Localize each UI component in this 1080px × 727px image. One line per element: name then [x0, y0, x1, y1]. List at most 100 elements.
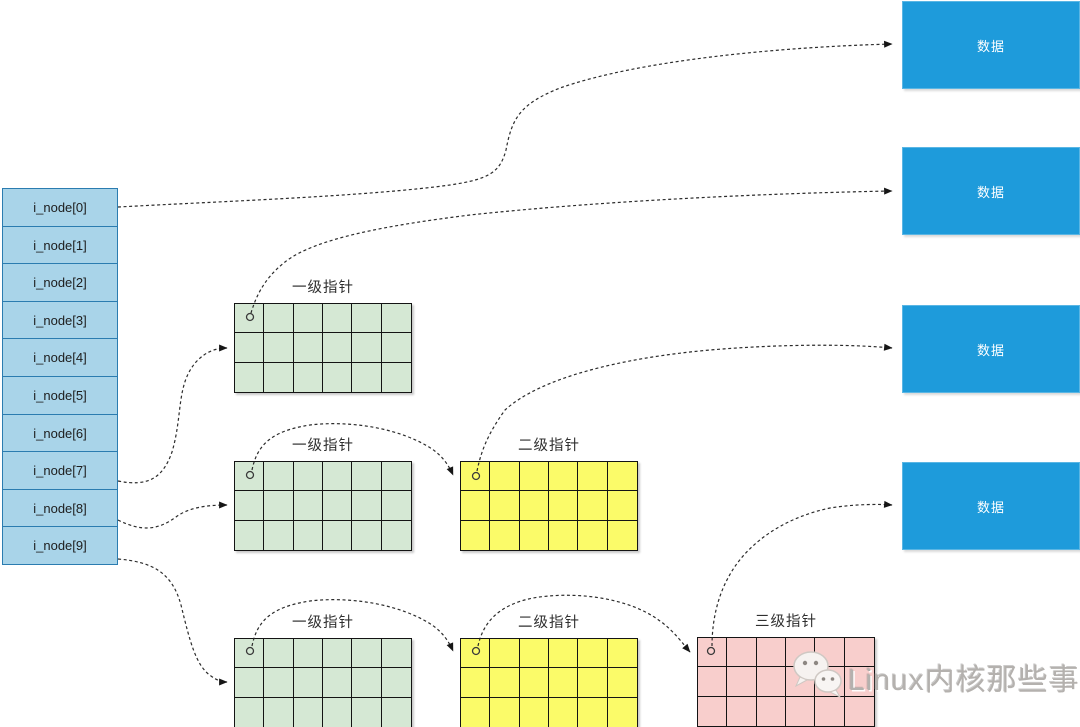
level1-pointer-label: 一级指针: [292, 280, 354, 296]
pointer-cell: [323, 668, 353, 698]
connector-inode7-to-l1a: [117, 344, 228, 484]
pointer-cell: [381, 462, 411, 492]
pointer-cell: [382, 363, 411, 392]
pointer-cell: [293, 462, 323, 492]
level1-pointer-label: 一级指针: [292, 438, 354, 454]
pointer-cell: [381, 304, 411, 334]
pointer-cell: [844, 638, 874, 668]
pointer-cell: [578, 520, 608, 550]
inode-entry: i_node[4]: [2, 338, 118, 378]
pointer-cell: [352, 491, 382, 521]
pointer-cell: [578, 697, 608, 727]
pointer-cell: [352, 333, 382, 363]
pointer-cell: [293, 668, 323, 698]
pointer-cell: [490, 491, 520, 521]
pointer-cell: [757, 696, 786, 726]
pointer-cell: [323, 362, 353, 392]
pointer-cell: [549, 491, 579, 521]
pointer-cell: [264, 639, 294, 669]
pointer-cell: [520, 520, 549, 550]
pointer-cell: [549, 520, 579, 550]
pointer-cell: [294, 520, 323, 550]
data-block: 数据: [902, 462, 1080, 550]
inode-entry: i_node[9]: [2, 526, 118, 566]
pointer-cell: [698, 638, 728, 668]
pointer-cell: [756, 667, 786, 697]
pointer-cell: [519, 639, 549, 669]
inode-entry: i_node[7]: [2, 451, 118, 491]
pointer-cell: [293, 333, 323, 363]
pointer-cell: [294, 362, 323, 392]
pointer-cell: [698, 667, 728, 697]
pointer-cell: [578, 668, 608, 698]
pointer-cell: [461, 697, 491, 727]
pointer-cell: [578, 491, 608, 521]
inode-entry: i_node[5]: [2, 375, 118, 416]
pointer-cell: [490, 697, 520, 727]
level2-pointer-table-a: [460, 461, 638, 551]
pointer-cell: [264, 520, 294, 550]
pointer-cell: [235, 362, 265, 392]
pointer-cell: [549, 668, 579, 698]
inode-entry: i_node[8]: [2, 488, 118, 528]
pointer-cell: [293, 491, 323, 521]
pointer-cell: [461, 491, 491, 521]
pointer-cell: [607, 491, 637, 521]
pointer-cell: [490, 668, 520, 698]
level3-pointer-table: [697, 637, 875, 727]
pointer-cell: [235, 491, 265, 521]
inode-entry: i_node[6]: [2, 413, 118, 453]
data-block: 数据: [902, 305, 1080, 393]
level1-pointer-table-a: [234, 303, 412, 393]
level1-pointer-table-c: [234, 638, 412, 727]
pointer-cell: [352, 362, 382, 392]
connector-inode0-to-data1: [117, 40, 893, 208]
pointer-cell: [490, 462, 520, 492]
pointer-cell: [294, 697, 323, 727]
pointer-cell: [815, 667, 845, 697]
pointer-cell: [549, 639, 579, 669]
pointer-cell: [578, 639, 608, 669]
pointer-cell: [381, 639, 411, 669]
pointer-cell: [235, 304, 265, 334]
pointer-cell: [264, 304, 294, 334]
pointer-cell: [815, 638, 845, 668]
pointer-cell: [264, 333, 294, 363]
pointer-cell: [381, 491, 411, 521]
pointer-cell: [264, 491, 294, 521]
pointer-cell: [352, 668, 382, 698]
pointer-cell: [352, 639, 382, 669]
pointer-cell: [520, 697, 549, 727]
pointer-cell: [727, 638, 757, 668]
pointer-cell: [727, 667, 757, 697]
level1-pointer-label: 一级指针: [292, 615, 354, 631]
pointer-cell: [323, 639, 353, 669]
pointer-cell: [607, 462, 637, 492]
pointer-cell: [461, 520, 491, 550]
pointer-cell: [293, 639, 323, 669]
connector-inode8-to-l1b: [117, 501, 228, 529]
watermark-text: Linux内核那些事: [848, 663, 1080, 697]
pointer-cell: [352, 697, 382, 727]
pointer-cell: [461, 462, 491, 492]
pointer-cell: [461, 668, 491, 698]
pointer-cell: [382, 521, 411, 550]
data-block: 数据: [902, 1, 1080, 89]
pointer-cell: [352, 520, 382, 550]
pointer-cell: [381, 333, 411, 363]
pointer-cell: [264, 697, 294, 727]
pointer-cell: [756, 638, 786, 668]
inode-entry: i_node[1]: [2, 225, 118, 265]
wechat-icon: [790, 648, 846, 705]
level3-pointer-label: 三级指针: [755, 614, 817, 630]
pointer-cell: [323, 462, 353, 492]
pointer-cell: [727, 696, 757, 726]
pointer-cell: [519, 491, 549, 521]
pointer-cell: [323, 697, 353, 727]
pointer-cell: [235, 333, 265, 363]
inode-entry: i_node[2]: [2, 263, 118, 303]
pointer-cell: [490, 639, 520, 669]
pointer-cell: [815, 696, 845, 726]
data-block: 数据: [902, 147, 1080, 235]
